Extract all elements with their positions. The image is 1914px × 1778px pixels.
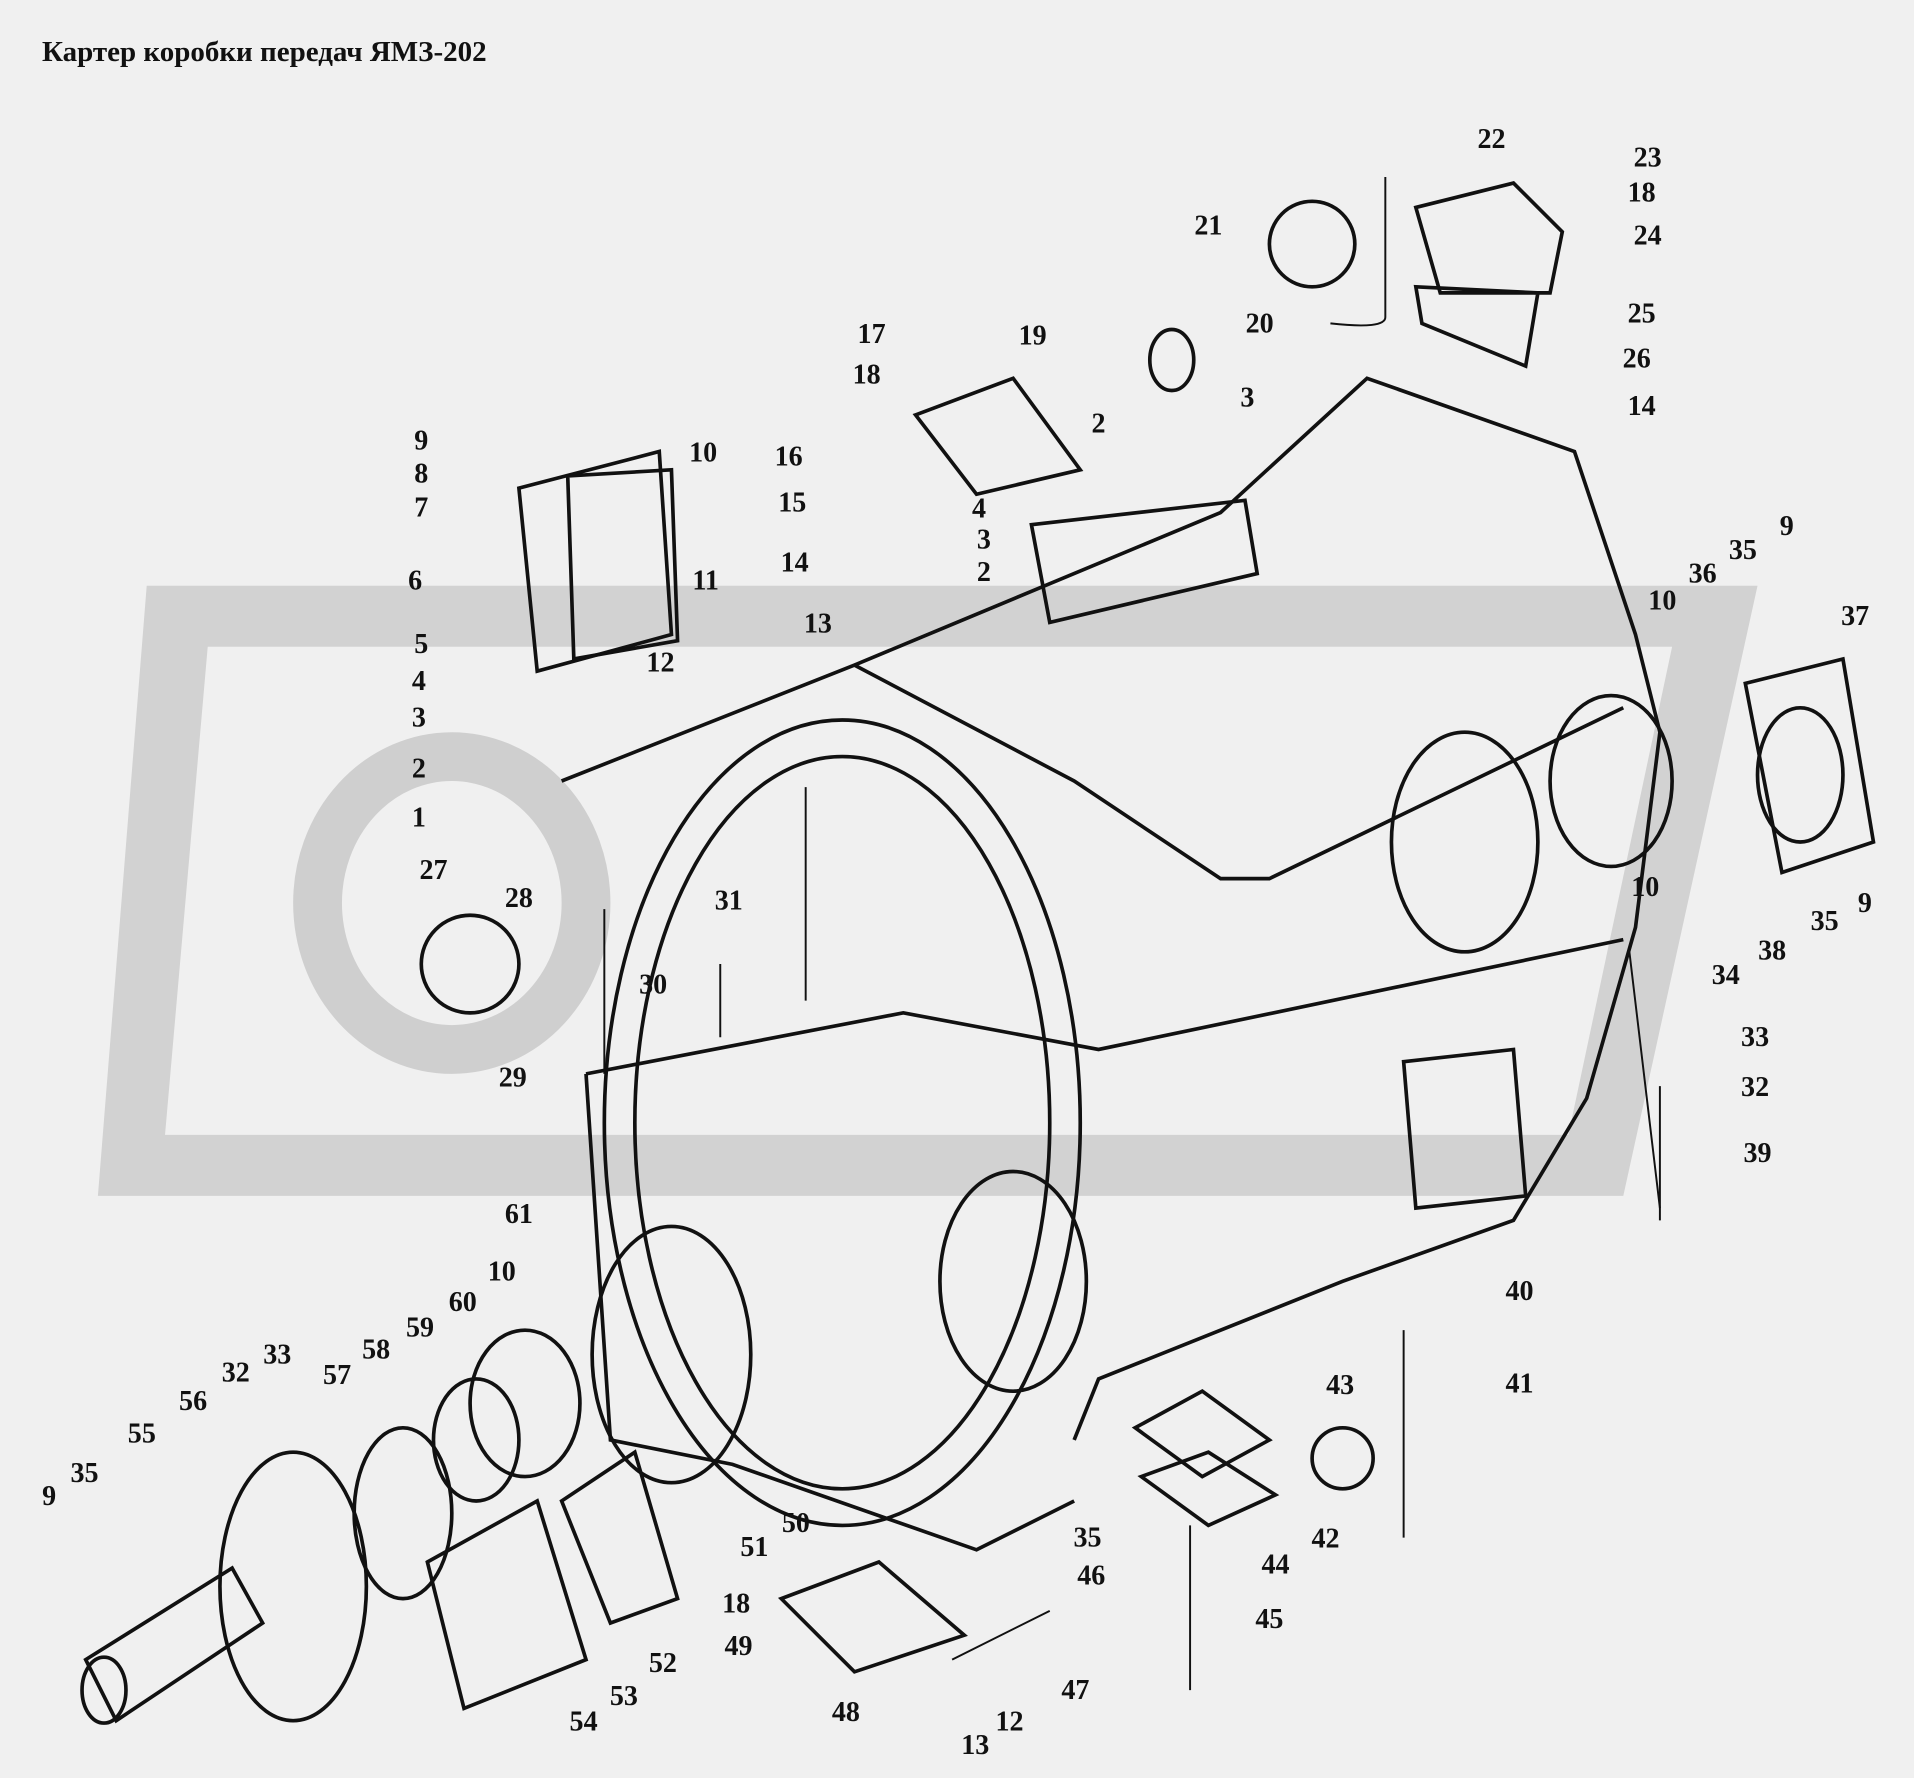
callout-label-3: 3	[1240, 383, 1254, 414]
callout-label-10: 10	[1631, 872, 1659, 903]
callout-label-44: 44	[1261, 1549, 1289, 1580]
callout-label-38: 38	[1758, 936, 1786, 967]
callout-label-10: 10	[488, 1256, 516, 1287]
callout-label-14: 14	[781, 547, 809, 578]
callout-label-58: 58	[362, 1335, 390, 1366]
callout-labels: 9876543212728101112131718191615144322032…	[42, 124, 1872, 1761]
callout-label-11: 11	[692, 566, 719, 597]
callout-label-19: 19	[1019, 320, 1047, 351]
callout-label-32: 32	[222, 1358, 250, 1389]
callout-label-30: 30	[639, 970, 667, 1001]
callout-label-13: 13	[804, 608, 832, 639]
callout-label-2: 2	[412, 754, 426, 785]
watermark-logo	[97, 585, 1758, 1196]
callout-label-9: 9	[414, 425, 428, 456]
callout-label-41: 41	[1506, 1369, 1534, 1400]
callout-label-8: 8	[414, 458, 428, 489]
callout-label-35: 35	[1729, 535, 1757, 566]
callout-label-60: 60	[449, 1287, 477, 1318]
callout-label-13: 13	[961, 1730, 989, 1761]
callout-label-32: 32	[1741, 1072, 1769, 1103]
callout-label-20: 20	[1246, 308, 1274, 339]
callout-label-36: 36	[1689, 558, 1717, 589]
callout-label-24: 24	[1634, 220, 1662, 251]
callout-label-4: 4	[972, 494, 986, 525]
callout-label-14: 14	[1628, 391, 1656, 422]
callout-label-37: 37	[1841, 601, 1869, 632]
callout-label-50: 50	[782, 1508, 810, 1539]
callout-label-23: 23	[1634, 142, 1662, 173]
callout-label-21: 21	[1194, 211, 1222, 242]
callout-label-34: 34	[1712, 960, 1740, 991]
callout-label-42: 42	[1312, 1524, 1340, 1555]
callout-label-35: 35	[1811, 906, 1839, 937]
callout-label-35: 35	[1074, 1522, 1102, 1553]
callout-label-47: 47	[1061, 1675, 1089, 1706]
callout-label-45: 45	[1255, 1604, 1283, 1635]
callout-label-16: 16	[775, 441, 803, 472]
callout-label-15: 15	[778, 488, 806, 519]
callout-label-51: 51	[740, 1532, 768, 1563]
callout-label-10: 10	[689, 438, 717, 469]
callout-label-57: 57	[323, 1360, 351, 1391]
callout-label-3: 3	[977, 524, 991, 555]
callout-label-35: 35	[70, 1458, 98, 1489]
callout-label-7: 7	[414, 493, 428, 524]
callout-label-18: 18	[722, 1588, 750, 1619]
callout-label-9: 9	[1858, 888, 1872, 919]
callout-label-29: 29	[499, 1062, 527, 1093]
callout-label-12: 12	[646, 648, 674, 679]
callout-label-12: 12	[995, 1707, 1023, 1738]
callout-label-40: 40	[1506, 1276, 1534, 1307]
callout-label-28: 28	[505, 883, 533, 914]
callout-label-46: 46	[1077, 1560, 1105, 1591]
diagram-title: Картер коробки передач ЯМЗ-202	[42, 36, 487, 68]
callout-label-33: 33	[263, 1339, 291, 1370]
gearbox-housing	[560, 376, 1674, 1552]
callout-label-17: 17	[858, 319, 886, 350]
callout-label-59: 59	[406, 1313, 434, 1344]
callout-label-10: 10	[1648, 585, 1676, 616]
callout-label-43: 43	[1326, 1370, 1354, 1401]
callout-label-9: 9	[42, 1481, 56, 1512]
callout-label-9: 9	[1780, 511, 1794, 542]
callout-label-55: 55	[128, 1419, 156, 1450]
callout-label-49: 49	[725, 1631, 753, 1662]
callout-label-18: 18	[853, 360, 881, 391]
callout-label-53: 53	[610, 1681, 638, 1712]
callout-label-1: 1	[412, 802, 426, 833]
callout-label-18: 18	[1628, 178, 1656, 209]
parts	[80, 176, 1876, 1725]
callout-label-61: 61	[505, 1199, 533, 1230]
callout-label-26: 26	[1623, 344, 1651, 375]
callout-label-6: 6	[408, 566, 422, 597]
callout-label-2: 2	[1092, 408, 1106, 439]
callout-label-5: 5	[414, 629, 428, 660]
callout-label-3: 3	[412, 702, 426, 733]
callout-label-4: 4	[412, 666, 426, 697]
callout-label-56: 56	[179, 1386, 207, 1417]
callout-label-22: 22	[1477, 124, 1505, 155]
callout-label-54: 54	[570, 1707, 598, 1738]
callout-label-2: 2	[977, 557, 991, 588]
callout-label-31: 31	[715, 885, 743, 916]
callout-label-25: 25	[1628, 298, 1656, 329]
callout-label-48: 48	[832, 1697, 860, 1728]
callout-label-33: 33	[1741, 1022, 1769, 1053]
callout-label-52: 52	[649, 1648, 677, 1679]
callout-label-27: 27	[419, 855, 447, 886]
callout-label-39: 39	[1744, 1138, 1772, 1169]
